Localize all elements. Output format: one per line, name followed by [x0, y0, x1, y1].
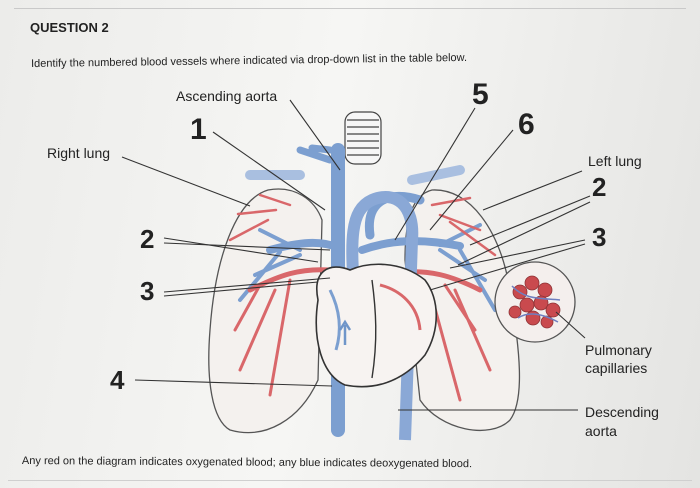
oxygenated-vessels: [228, 193, 497, 402]
label-descending-line1: Descending: [585, 404, 659, 420]
label-number-2-right: 2: [592, 172, 607, 202]
heart-left-chamber-red: [379, 283, 422, 331]
label-left-lung: Left lung: [588, 153, 642, 169]
leader-lines: [121, 99, 591, 411]
trachea: [344, 111, 382, 165]
heart-right-chamber-blue: [328, 289, 341, 351]
label-aorta-line2: aorta: [585, 423, 617, 439]
label-number-3-left: 3: [140, 276, 155, 306]
label-pulmonary-line1: Pulmonary: [585, 342, 652, 358]
bottom-divider: [8, 480, 692, 481]
label-number-5: 5: [472, 78, 489, 111]
label-right-lung: Right lung: [47, 145, 111, 161]
heart-arrow: [338, 319, 352, 345]
capillary-veins: [511, 285, 561, 323]
aorta-arch: [346, 190, 419, 441]
label-number-6: 6: [518, 108, 535, 141]
heart-septum: [371, 279, 377, 379]
question-title: QUESTION 2: [30, 20, 109, 35]
label-number-1: 1: [190, 113, 207, 146]
label-number-2-left: 2: [140, 224, 155, 254]
label-number-3-right: 3: [592, 222, 607, 252]
label-ascending-aorta: Ascending aorta: [176, 88, 278, 104]
label-capillaries-line2: capillaries: [585, 360, 648, 376]
label-number-4: 4: [110, 365, 125, 395]
capillary-cluster: [508, 275, 561, 329]
top-divider: [14, 8, 686, 9]
